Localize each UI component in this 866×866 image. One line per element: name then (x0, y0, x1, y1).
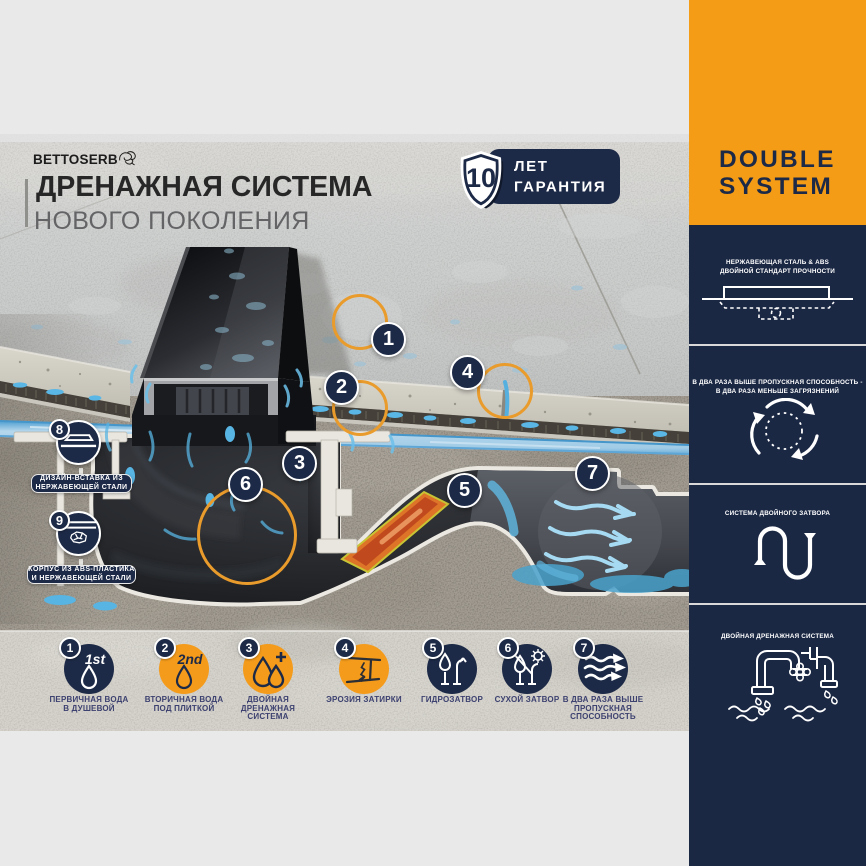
svg-text:1st: 1st (85, 651, 107, 667)
svg-text:ЛЕТ: ЛЕТ (514, 158, 549, 175)
svg-text:10: 10 (466, 163, 496, 193)
svg-text:ГАРАНТИЯ: ГАРАНТИЯ (514, 179, 606, 196)
svg-text:2nd: 2nd (177, 651, 203, 667)
